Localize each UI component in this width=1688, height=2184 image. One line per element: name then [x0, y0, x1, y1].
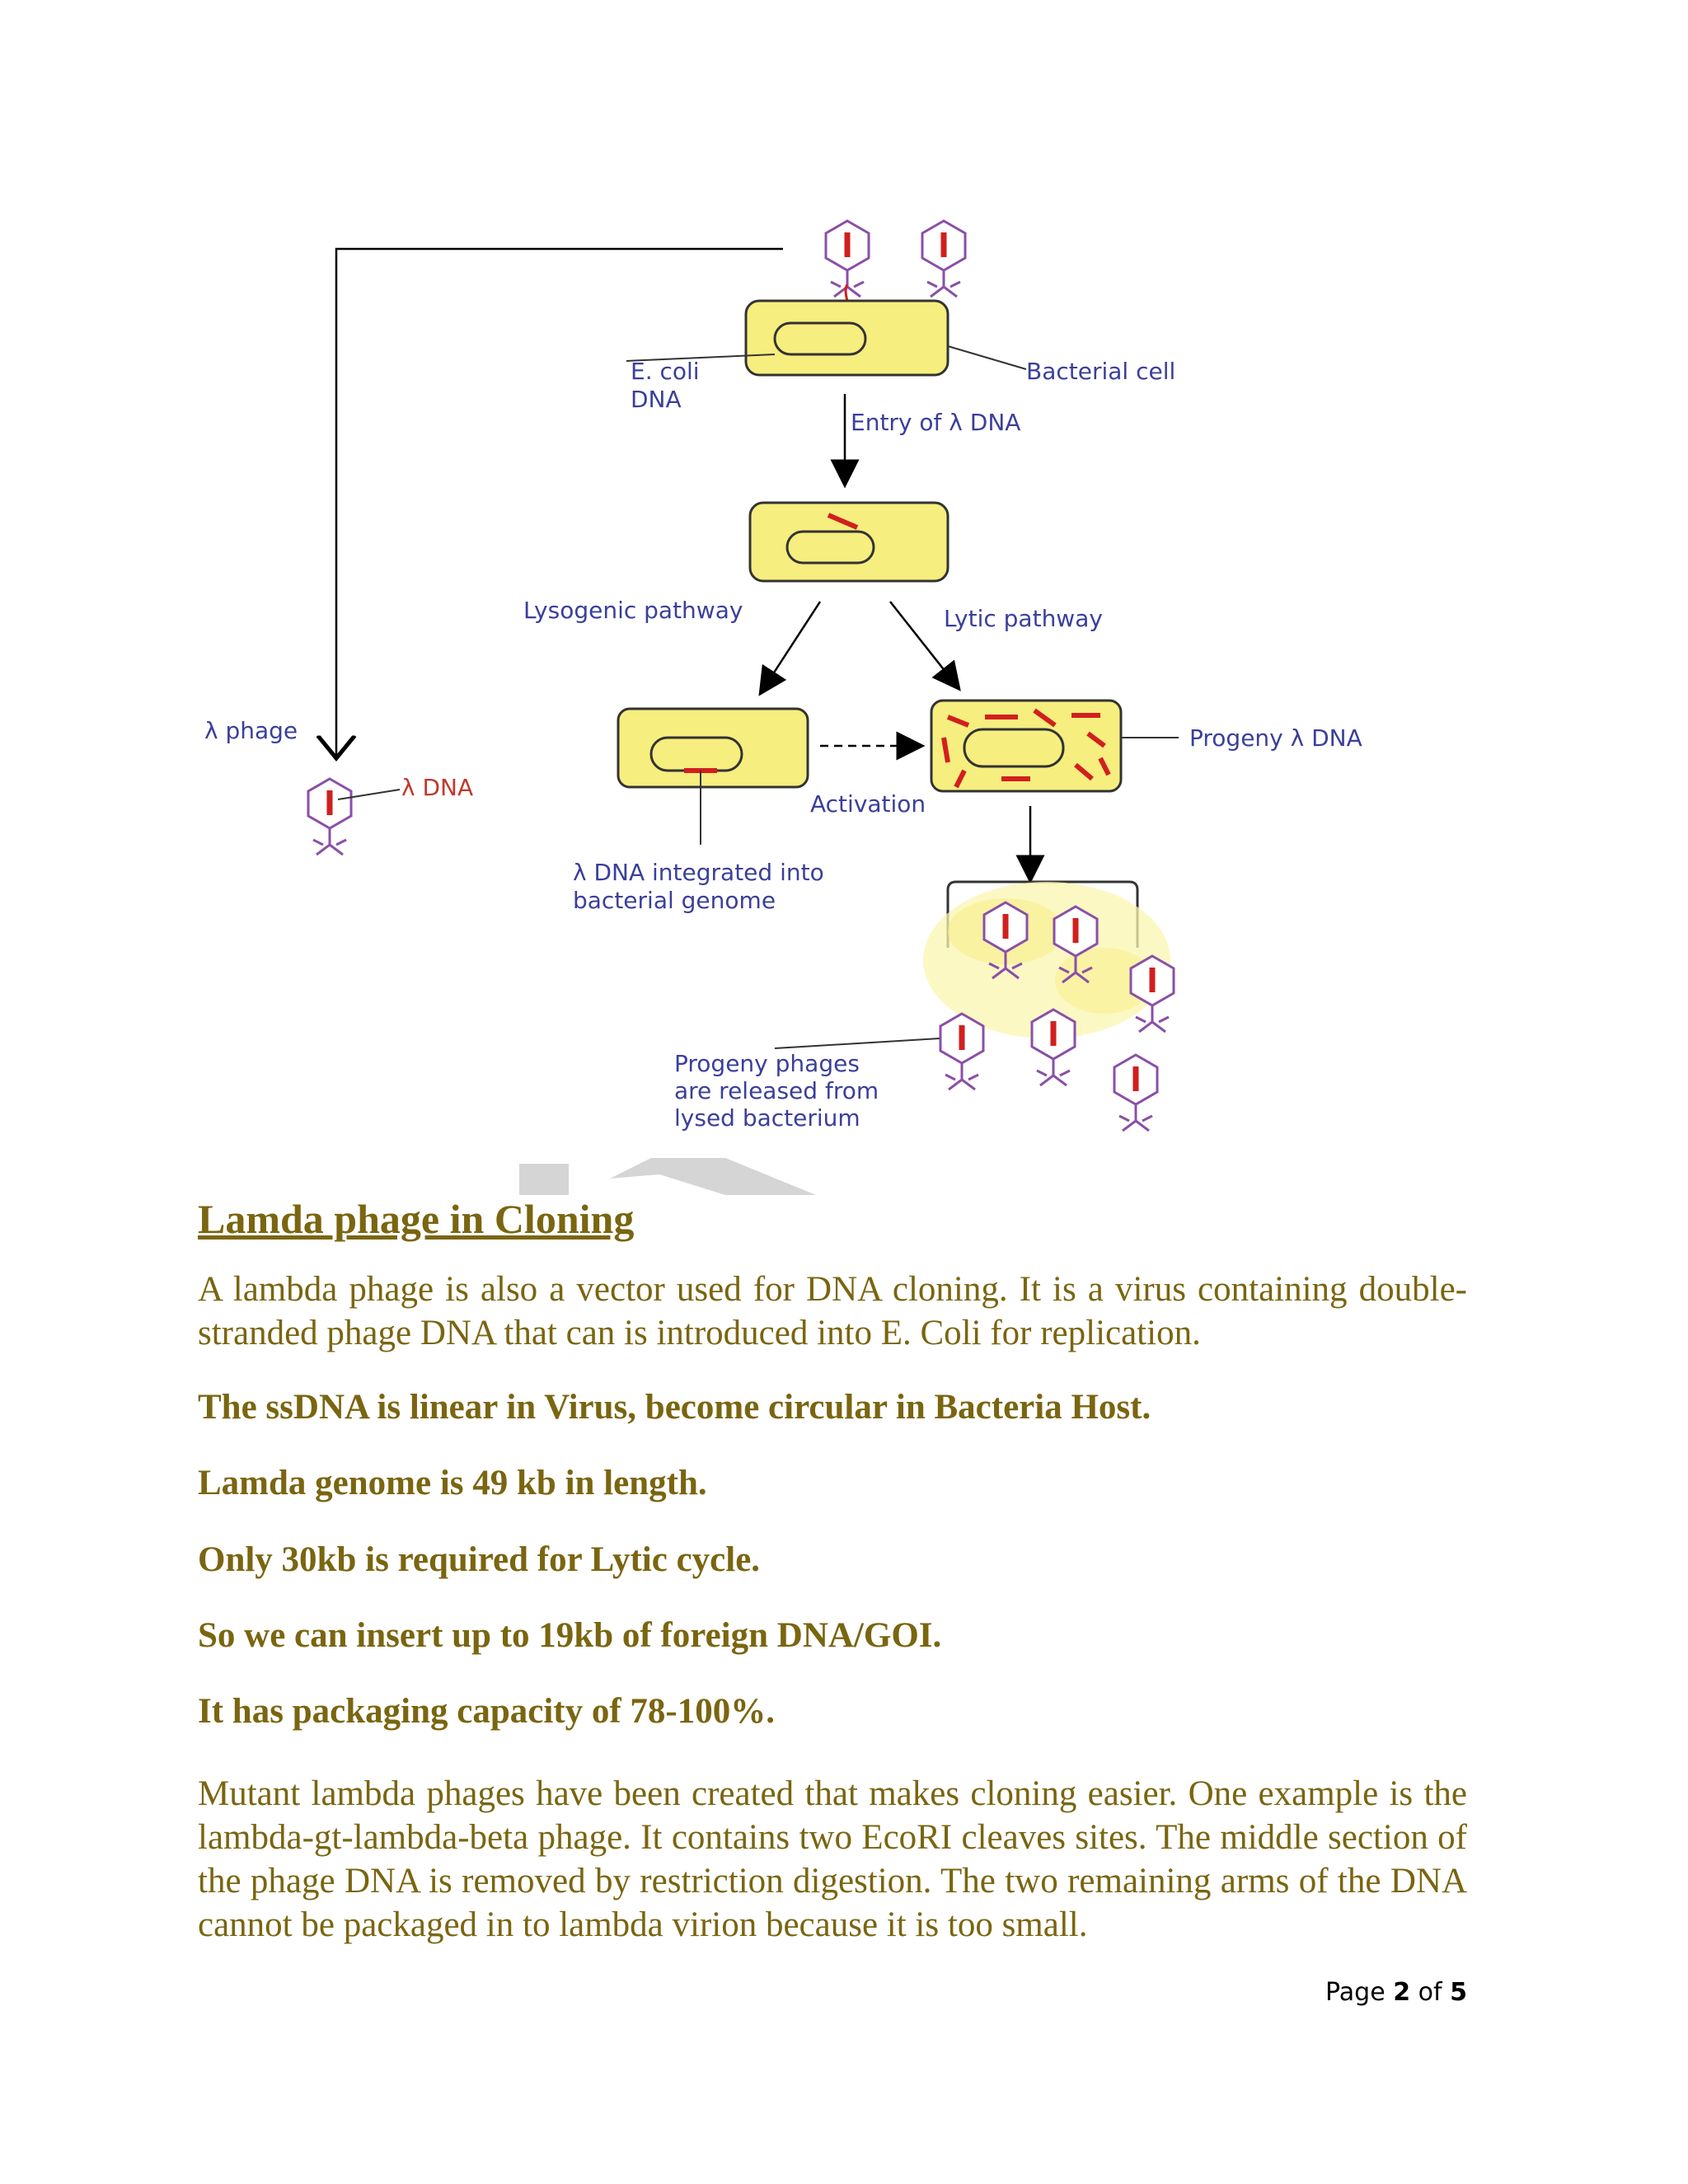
lambda-dna-label: λ DNA [401, 774, 473, 801]
integrated-label-line1: λ DNA integrated into [573, 859, 824, 886]
lambda-phage-label: λ phage [204, 717, 298, 744]
page-number: Page 2 of 5 [1325, 1978, 1467, 2007]
intro-paragraph: A lambda phage is also a vector used for… [198, 1270, 1467, 1352]
feedback-arrow [336, 247, 783, 758]
lysogenic-cell [617, 707, 809, 845]
released-label-line3: lysed bacterium [674, 1104, 860, 1132]
activation-label: Activation [810, 790, 926, 818]
bacterial-cell-label: Bacterial cell [1026, 358, 1175, 385]
lysogenic-label: Lysogenic pathway [523, 597, 743, 624]
bold-point-1: The ssDNA is linear in Virus, become cir… [198, 1388, 1151, 1427]
total-pages: 5 [1450, 1978, 1467, 2007]
bold-point-4: So we can insert up to 19kb of foreign D… [198, 1616, 942, 1655]
bacterial-cell-2 [748, 501, 950, 583]
bold-point-5: It has packaging capacity of 78-100%. [198, 1692, 775, 1731]
lambda-life-cycle-diagram: E. coli DNA Bacterial cell Entry of λ DN… [204, 0, 1362, 1195]
entry-label: Entry of λ DNA [851, 409, 1020, 436]
ecoli-label-line1: E. coli [631, 358, 700, 385]
watermark-fragment [519, 1158, 816, 1195]
bold-point-2: Lamda genome is 49 kb in length. [198, 1464, 707, 1502]
integrated-label-line2: bacterial genome [573, 887, 776, 914]
page-word: Page [1325, 1978, 1386, 2007]
closing-paragraph: Mutant lambda phages have been created t… [198, 1774, 1467, 1944]
of-word: of [1418, 1978, 1442, 2007]
progeny-dna-label: Progeny λ DNA [1189, 724, 1362, 752]
ecoli-label-line2: DNA [631, 386, 682, 413]
section-heading: Lamda phage in Cloning [198, 1196, 635, 1242]
bold-point-3: Only 30kb is required for Lytic cycle. [198, 1540, 761, 1579]
released-label-line2: are released from [674, 1077, 879, 1104]
lytic-label: Lytic pathway [944, 605, 1103, 632]
bacterial-cell-1 [626, 299, 1027, 377]
lambda-phage-icon [308, 779, 401, 855]
lytic-cell [930, 699, 1179, 793]
phage-icon [922, 221, 965, 297]
current-page: 2 [1393, 1978, 1411, 2007]
released-label-line1: Progeny phages [674, 1050, 860, 1077]
